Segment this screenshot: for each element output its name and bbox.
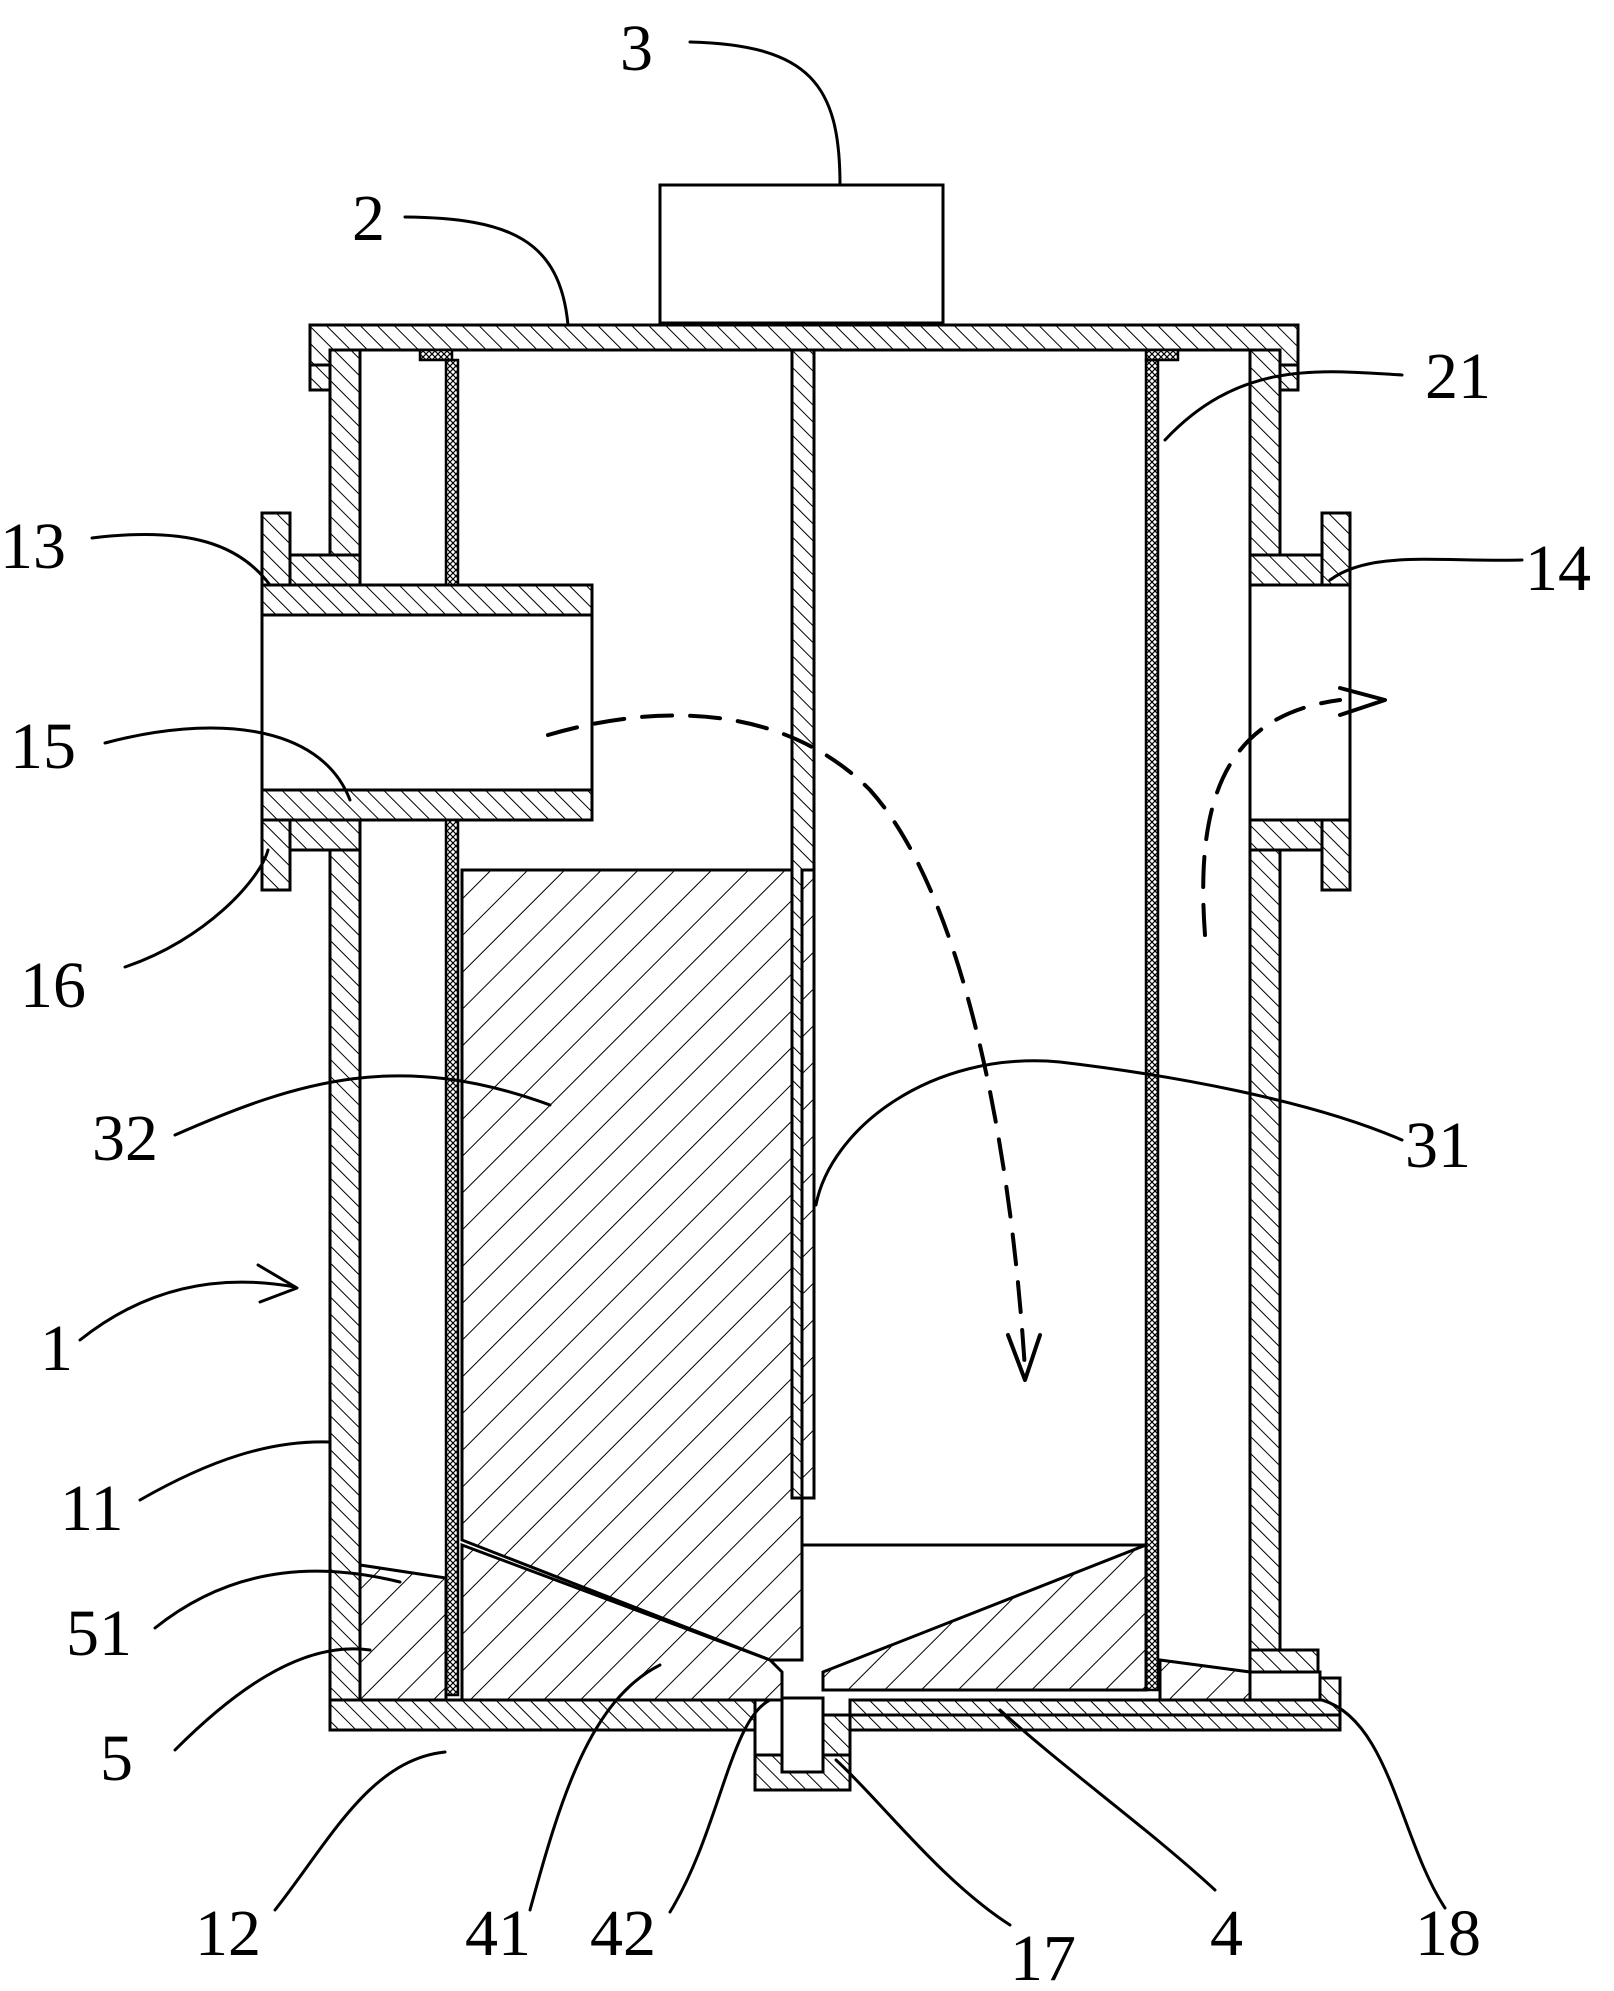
sloped-bottom-left xyxy=(460,1542,784,1702)
label-42: 42 xyxy=(590,1897,656,1970)
bottom-fill-left xyxy=(358,1563,448,1702)
flow-arrow-main xyxy=(546,713,1042,1382)
label-32: 32 xyxy=(92,1102,158,1175)
housing-pointer-arrow xyxy=(78,1263,299,1342)
label-13: 13 xyxy=(0,510,66,583)
motor-box xyxy=(658,183,945,325)
drain-outlet xyxy=(780,1696,825,1774)
filter-block xyxy=(460,868,816,1662)
label-12: 12 xyxy=(195,1897,261,1970)
sloped-bottom-right xyxy=(821,1542,1148,1692)
leader-lines xyxy=(90,40,1524,1927)
label-17: 17 xyxy=(1010,1922,1076,1991)
side-outlet xyxy=(1248,1670,1322,1702)
housing-left-wall xyxy=(260,348,362,1702)
label-18: 18 xyxy=(1415,1897,1481,1970)
label-21: 21 xyxy=(1425,340,1491,413)
label-16: 16 xyxy=(20,949,86,1022)
label-3: 3 xyxy=(620,12,653,85)
label-1: 1 xyxy=(40,1312,73,1385)
label-4: 4 xyxy=(1210,1897,1243,1970)
label-5: 5 xyxy=(100,1722,133,1795)
inlet-pipe xyxy=(260,583,594,822)
label-31: 31 xyxy=(1405,1109,1471,1182)
sloped-bottom-outer-right xyxy=(1158,1658,1252,1702)
filter-mesh-left xyxy=(444,358,460,587)
label-2: 2 xyxy=(352,182,385,255)
housing-right-wall xyxy=(1248,348,1352,1702)
labels: 3 2 21 13 14 15 16 32 31 1 11 51 5 12 41… xyxy=(0,12,1591,1991)
label-15: 15 xyxy=(10,710,76,783)
label-14: 14 xyxy=(1525,532,1591,605)
top-cover xyxy=(308,323,1300,392)
filter-mesh-left-lower xyxy=(444,818,460,1697)
flow-arrow-outlet xyxy=(1201,686,1387,937)
filter-mesh-right xyxy=(1144,358,1160,1692)
label-51: 51 xyxy=(66,1597,132,1670)
label-11: 11 xyxy=(60,1472,124,1545)
label-41: 41 xyxy=(465,1897,531,1970)
